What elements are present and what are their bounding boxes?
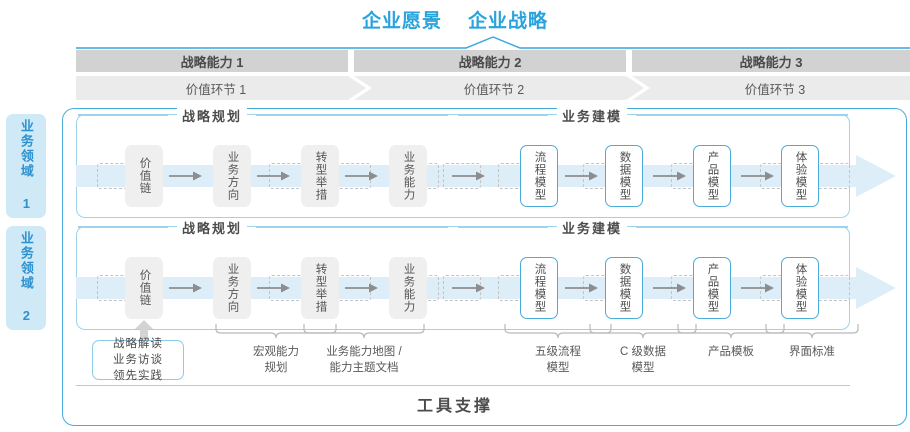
domain-tab-2[interactable]: 业务领域 2: [6, 226, 46, 330]
step-node-label: 产品模型: [706, 151, 719, 201]
section-caption-planning-row1: 战略规划: [78, 105, 448, 125]
section-caption-modeling-row2-label: 业务建模: [557, 217, 628, 237]
step-node-label: 体验模型: [794, 151, 807, 201]
flow-arrow-icon: [452, 171, 485, 181]
flow-arrow-icon: [653, 283, 686, 293]
step-node-label: 价值链: [138, 269, 151, 307]
caption-line-left: [458, 114, 548, 116]
value-chevron-3-label: 价值环节 3: [744, 82, 806, 97]
step-node-label: 流程模型: [533, 151, 546, 201]
step-node-modeling-1-row1[interactable]: 流程模型: [520, 145, 558, 207]
page-title: 企业愿景 企业战略: [0, 6, 910, 32]
step-node-planning-4-row1[interactable]: 业务能力: [389, 145, 427, 207]
capability-bar-group: 战略能力 1 战略能力 2 战略能力 3: [76, 50, 910, 72]
section-caption-planning-row2: 战略规划: [78, 217, 448, 237]
step-node-modeling-4-row1[interactable]: 体验模型: [781, 145, 819, 207]
flow-arrow-icon: [345, 283, 378, 293]
step-node-planning-4-row2[interactable]: 业务能力: [389, 257, 427, 319]
title-vision: 企业愿景: [361, 10, 442, 32]
domain-tab-1-label: 业务领域 1: [18, 119, 34, 213]
value-chevron-3: 价值环节 3: [632, 76, 910, 100]
step-node-label: 体验模型: [794, 263, 807, 313]
step-node-planning-3-row2[interactable]: 转型举措: [301, 257, 339, 319]
step-node-modeling-2-row2[interactable]: 数据模型: [605, 257, 643, 319]
value-chevron-group: 价值环节 1 价值环节 2 价值环节 3: [76, 76, 910, 100]
caption-line-right: [256, 114, 448, 116]
annotation-product-template: 产品模板: [708, 346, 754, 358]
caption-line-right: [636, 114, 848, 116]
step-node-label: 流程模型: [533, 263, 546, 313]
capability-bar-2: 战略能力 2: [354, 50, 626, 72]
caption-line-right: [636, 226, 848, 228]
flow-arrow-icon: [565, 171, 598, 181]
step-node-label: 业务方向: [226, 151, 239, 201]
flow-arrow-icon: [257, 171, 290, 181]
brace-connector: [765, 324, 859, 338]
annotation-macro-capability-plan: 宏观能力 规划: [253, 346, 299, 374]
step-node-modeling-3-row1[interactable]: 产品模型: [693, 145, 731, 207]
footer-tool-support-label: 工具支撑: [416, 398, 493, 415]
section-caption-modeling-row1-label: 业务建模: [557, 105, 628, 125]
caption-line-right: [256, 226, 448, 228]
flow-arrow-icon: [741, 283, 774, 293]
upward-link-arrow-icon: [135, 320, 153, 342]
step-node-label: 业务方向: [226, 263, 239, 313]
title-strategy: 企业战略: [468, 10, 549, 32]
step-node-label: 数据模型: [618, 263, 631, 313]
step-node-modeling-3-row2[interactable]: 产品模型: [693, 257, 731, 319]
title-connector-line: [76, 36, 910, 49]
domain-tab-1[interactable]: 业务领域 1: [6, 114, 46, 218]
annotation-ui-standard: 界面标准: [789, 346, 835, 358]
domain-tab-2-label: 业务领域 2: [18, 231, 34, 325]
step-node-planning-2-row1[interactable]: 业务方向: [213, 145, 251, 207]
capability-bar-3: 战略能力 3: [632, 50, 910, 72]
footer-divider: [76, 385, 850, 387]
step-node-label: 产品模型: [706, 263, 719, 313]
step-node-label: 业务能力: [402, 151, 415, 201]
flow-arrow-icon: [741, 171, 774, 181]
brace-connector: [303, 324, 425, 338]
section-caption-modeling-row1: 业务建模: [458, 105, 848, 125]
flow-arrow-icon: [169, 283, 202, 293]
step-node-label: 价值链: [138, 157, 151, 195]
value-chevron-2-label: 价值环节 2: [463, 82, 525, 97]
step-node-planning-1-row1[interactable]: 价值链: [125, 145, 163, 207]
annotation-five-level-process-model: 五级流程 模型: [535, 346, 581, 374]
section-caption-planning-row1-label: 战略规划: [177, 105, 248, 125]
step-node-label: 数据模型: [618, 151, 631, 201]
step-node-planning-3-row1[interactable]: 转型举措: [301, 145, 339, 207]
flow-arrow-icon: [565, 283, 598, 293]
step-node-modeling-1-row2[interactable]: 流程模型: [520, 257, 558, 319]
caption-line-left: [78, 114, 168, 116]
flow-arrow-icon: [653, 171, 686, 181]
flow-arrow-icon: [257, 283, 290, 293]
step-node-planning-1-row2[interactable]: 价值链: [125, 257, 163, 319]
step-node-modeling-4-row2[interactable]: 体验模型: [781, 257, 819, 319]
section-caption-planning-row2-label: 战略规划: [177, 217, 248, 237]
step-node-planning-2-row2[interactable]: 业务方向: [213, 257, 251, 319]
step-node-label: 转型举措: [314, 151, 327, 201]
value-chevron-2: 价值环节 2: [354, 76, 644, 100]
caption-line-left: [78, 226, 168, 228]
framework-container: [62, 108, 907, 426]
value-chevron-1: 价值环节 1: [76, 76, 366, 100]
value-chevron-1-label: 价值环节 1: [185, 82, 247, 97]
step-node-modeling-2-row1[interactable]: 数据模型: [605, 145, 643, 207]
flow-arrow-icon: [169, 171, 202, 181]
step-node-label: 业务能力: [402, 263, 415, 313]
section-caption-modeling-row2: 业务建模: [458, 217, 848, 237]
caption-line-left: [458, 226, 548, 228]
annotation-c-level-data-model: C 级数据 模型: [620, 346, 666, 374]
capability-bar-1: 战略能力 1: [76, 50, 348, 72]
flow-arrow-icon: [345, 171, 378, 181]
annotation-box-strategy-inputs: 战略解读 业务访谈 领先实践: [92, 338, 184, 382]
step-node-label: 转型举措: [314, 263, 327, 313]
annotation-capability-map: 业务能力地图 / 能力主题文档: [326, 346, 402, 374]
flow-arrow-icon: [452, 283, 485, 293]
